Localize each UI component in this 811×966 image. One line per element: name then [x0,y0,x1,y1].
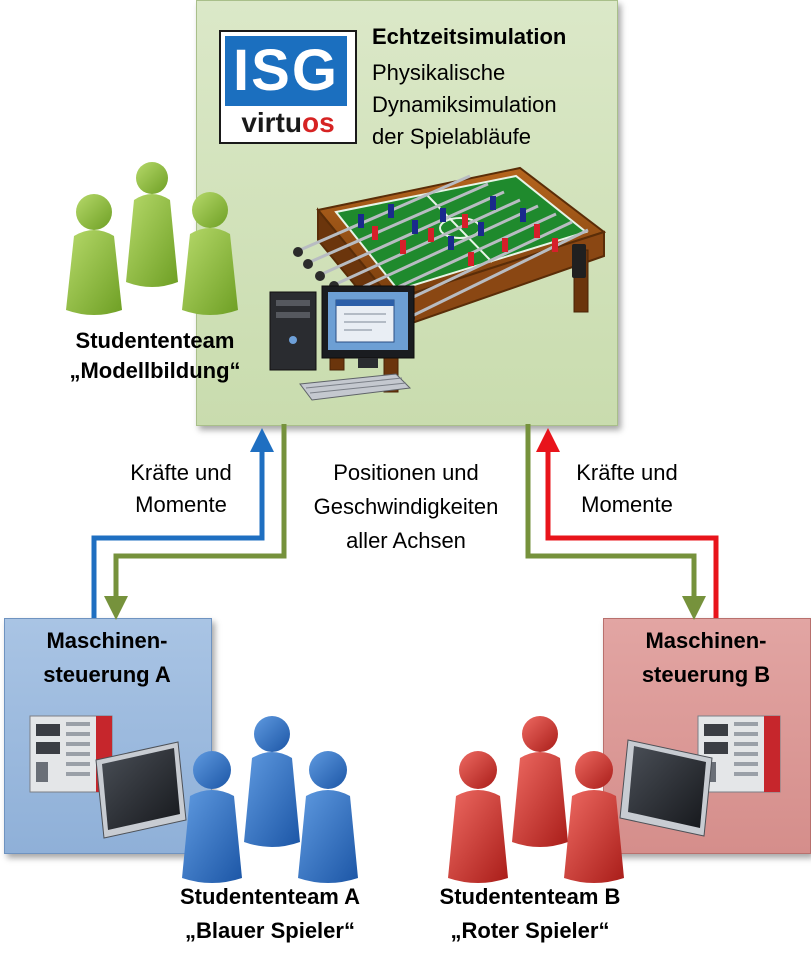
controller-a-hardware [29,715,187,839]
simulation-line-1: Physikalische [372,60,506,85]
label-center-line-2: Geschwindigkeiten [313,494,499,519]
arrow-forces-b-to-sim [536,428,719,618]
arrow-positions-sim-to-b [525,424,706,620]
controller-b-hardware [619,715,781,837]
logo-bottom-start: virtu [241,107,302,138]
team-b-people-icon [448,716,624,883]
simulation-line-3: der Spielabläufe [372,124,532,149]
label-left-line-1: Kräfte und [130,460,232,485]
logo-top-block: ISG [225,36,347,106]
team-a-line-2: „Blauer Spieler“ [185,918,355,943]
machine-control-a-line-1: Maschinen- [46,628,168,653]
simulation-line-2: Dynamiksimulation [372,92,557,117]
machine-control-b-line-2: steuerung B [641,662,771,687]
logo-top-text: ISG [233,38,339,103]
machine-control-a-line-2: steuerung A [43,662,171,687]
label-left-line-2: Momente [135,492,227,517]
logo-bottom-accent: os [302,107,335,138]
label-right-line-2: Momente [581,492,673,517]
foosball-table-illustration [293,166,607,393]
team-b-line-1: Studententeam B [439,884,621,909]
label-center-line-1: Positionen und [333,460,479,485]
model-team-people-icon [66,162,238,315]
machine-control-b-line-1: Maschinen- [645,628,767,653]
team-a-line-1: Studententeam A [179,884,361,909]
label-center-line-3: aller Achsen [346,528,466,553]
computer-illustration [269,285,415,401]
label-right-line-1: Kräfte und [576,460,678,485]
team-a-people-icon [182,716,358,883]
arrow-forces-a-to-sim [91,428,274,618]
team-model-line-2: „Modellbildung“ [69,358,241,383]
arrow-positions-sim-to-a [104,424,287,620]
logo-bottom-text: virtuos [221,108,355,138]
simulation-title: Echtzeitsimulation [372,24,567,49]
team-model-line-1: Studententeam [75,328,235,353]
team-b-line-2: „Roter Spieler“ [450,918,610,943]
isg-virtuos-logo: ISG virtuos [219,30,357,144]
